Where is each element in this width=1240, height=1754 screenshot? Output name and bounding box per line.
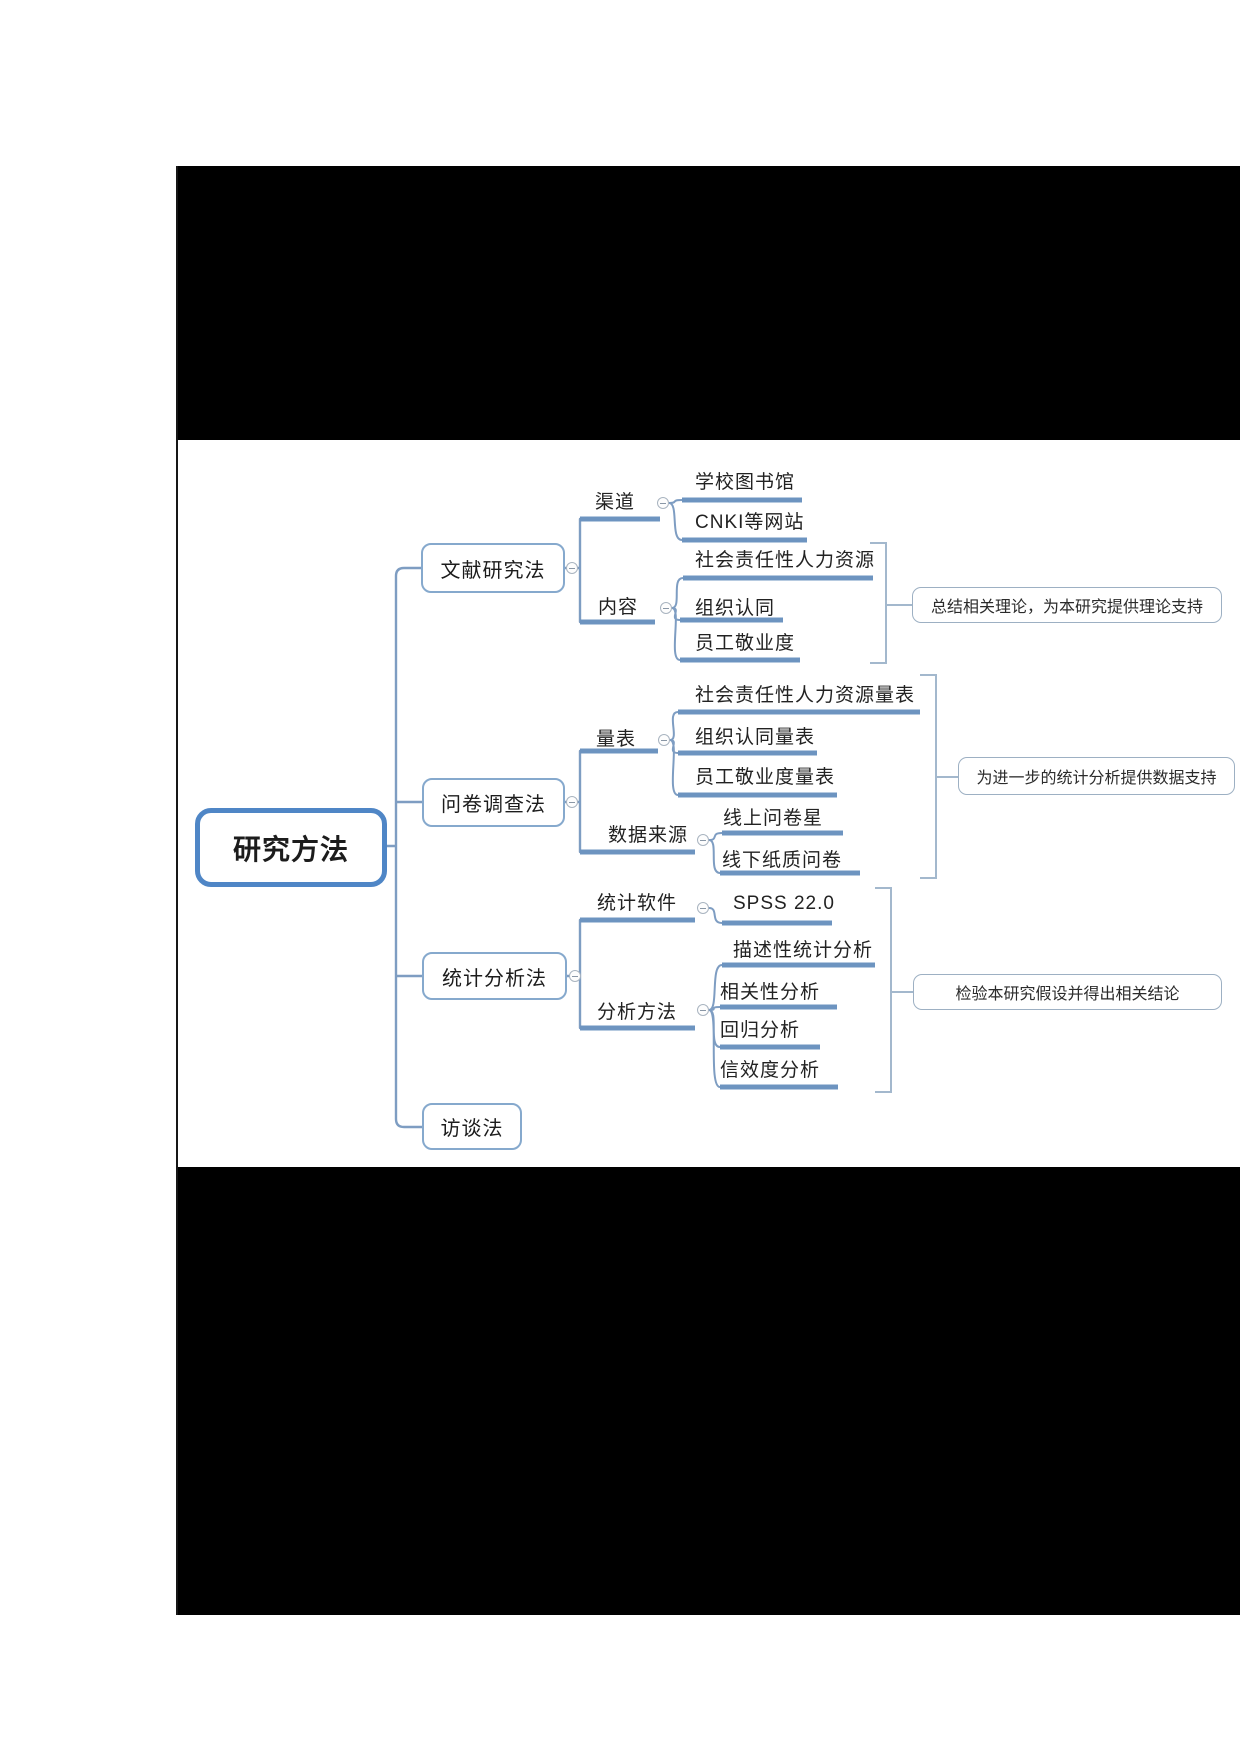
collapse-minus-icon xyxy=(658,734,670,746)
leaf-spss: SPSS 22.0 xyxy=(733,893,835,914)
branch-node-statistics: 统计分析法 xyxy=(422,952,567,1000)
collapse-minus-icon xyxy=(660,602,672,614)
collapse-minus-icon xyxy=(569,970,581,982)
branch-node-literature: 文献研究法 xyxy=(421,543,565,593)
leaf-org-identity-scale: 组织认同量表 xyxy=(695,727,816,748)
root-node: 研究方法 xyxy=(195,808,387,887)
leaf-reliability-validity: 信效度分析 xyxy=(720,1060,821,1081)
leaf-csr-hr-scale: 社会责任性人力资源量表 xyxy=(695,685,916,706)
page-edge-line xyxy=(176,166,178,1615)
group-label-data-source: 数据来源 xyxy=(608,825,689,846)
leaf-offline-paper: 线下纸质问卷 xyxy=(722,850,843,871)
group-label-content: 内容 xyxy=(598,597,639,618)
group-label-channels: 渠道 xyxy=(595,492,636,513)
summary-box-literature: 总结相关理论，为本研究提供理论支持 xyxy=(912,587,1222,623)
collapse-minus-icon xyxy=(697,834,709,846)
branch-node-questionnaire: 问卷调查法 xyxy=(422,778,565,827)
branch-node-interview: 访谈法 xyxy=(422,1103,522,1150)
leaf-org-identity: 组织认同 xyxy=(695,598,776,619)
collapse-minus-icon xyxy=(657,497,669,509)
top-redaction-bar xyxy=(177,166,1240,440)
group-label-scales: 量表 xyxy=(596,729,637,750)
collapse-minus-icon xyxy=(566,562,578,574)
leaf-csr-hr: 社会责任性人力资源 xyxy=(695,550,876,571)
bottom-redaction-bar xyxy=(177,1167,1240,1615)
collapse-minus-icon xyxy=(697,902,709,914)
collapse-minus-icon xyxy=(697,1004,709,1016)
leaf-correlation-analysis: 相关性分析 xyxy=(720,982,821,1003)
leaf-employee-engagement: 员工敬业度 xyxy=(695,633,796,654)
group-label-software: 统计软件 xyxy=(597,893,678,914)
leaf-cnki-websites: CNKI等网站 xyxy=(695,512,805,533)
leaf-engagement-scale: 员工敬业度量表 xyxy=(695,767,836,788)
summary-box-questionnaire: 为进一步的统计分析提供数据支持 xyxy=(958,757,1235,795)
collapse-minus-icon xyxy=(566,796,578,808)
group-label-analysis-methods: 分析方法 xyxy=(597,1002,678,1023)
leaf-regression-analysis: 回归分析 xyxy=(720,1020,801,1041)
summary-box-statistics: 检验本研究假设并得出相关结论 xyxy=(913,974,1222,1010)
leaf-school-library: 学校图书馆 xyxy=(695,472,796,493)
leaf-online-wenjuanxing: 线上问卷星 xyxy=(723,808,824,829)
leaf-descriptive-analysis: 描述性统计分析 xyxy=(733,940,874,961)
